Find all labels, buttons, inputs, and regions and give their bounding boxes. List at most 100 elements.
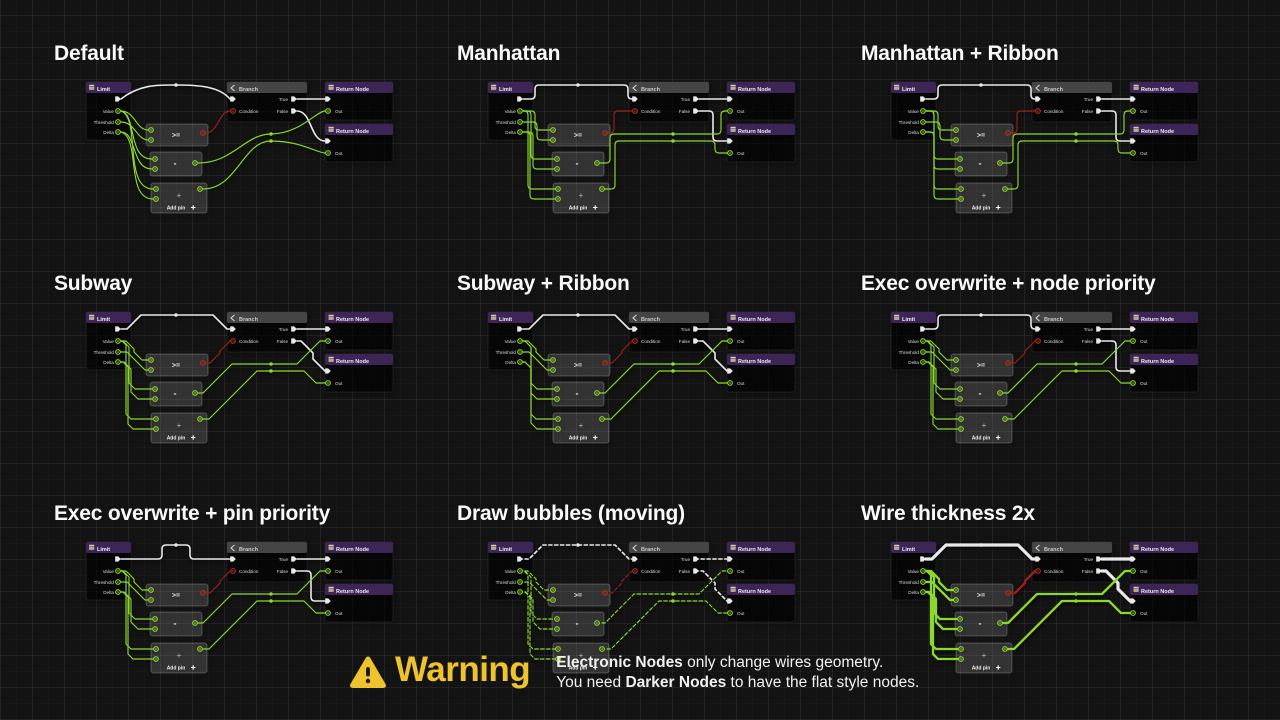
reroute-node-exec[interactable] — [174, 313, 178, 317]
return-1-exec-in-pin[interactable] — [1130, 96, 1136, 102]
subtract-in-2-pin[interactable] — [152, 166, 158, 172]
subtract-out-pin[interactable] — [594, 620, 600, 626]
return-2-out-pin[interactable] — [727, 380, 733, 386]
return-node-0-header[interactable] — [1130, 312, 1198, 323]
compare-node[interactable] — [950, 353, 1014, 377]
return-1-exec-in-pin[interactable] — [325, 326, 331, 332]
branch-false-exec-pin[interactable] — [291, 108, 297, 114]
add-in-2-pin[interactable] — [555, 656, 561, 662]
subtract-in-1-pin[interactable] — [957, 156, 963, 162]
reroute-node-data-1[interactable] — [1074, 132, 1078, 136]
branch-exec-in-pin[interactable] — [632, 326, 638, 332]
reroute-node-exec[interactable] — [979, 313, 983, 317]
limit-threshold-pin[interactable] — [517, 579, 523, 585]
limit-value-pin[interactable] — [920, 338, 926, 344]
subtract-in-2-pin[interactable] — [152, 396, 158, 402]
return-2-exec-in-pin[interactable] — [727, 598, 733, 604]
compare-node[interactable] — [547, 353, 611, 377]
compare-out-pin[interactable] — [1005, 130, 1011, 136]
return-node-1-header[interactable] — [325, 354, 393, 365]
subtract-in-2-pin[interactable] — [957, 626, 963, 632]
return-node-0-header[interactable] — [727, 312, 795, 323]
compare-in-1-pin[interactable] — [148, 127, 154, 133]
limit-value-pin[interactable] — [517, 108, 523, 114]
subtract-node[interactable] — [551, 611, 605, 637]
return-node-1-header[interactable] — [1130, 124, 1198, 135]
compare-node[interactable] — [950, 583, 1014, 607]
subtract-node[interactable] — [149, 151, 203, 177]
return-node-1-header[interactable] — [1130, 584, 1198, 595]
compare-out-pin[interactable] — [602, 360, 608, 366]
limit-delta-pin[interactable] — [115, 589, 121, 595]
return-2-exec-in-pin[interactable] — [1130, 138, 1136, 144]
return-node-0-header[interactable] — [325, 312, 393, 323]
branch-true-exec-pin[interactable] — [291, 556, 297, 562]
reroute-node-data-2[interactable] — [1074, 599, 1078, 603]
limit-node-header[interactable] — [488, 312, 533, 323]
limit-delta-pin[interactable] — [517, 589, 523, 595]
add-out-pin[interactable] — [197, 416, 203, 422]
branch-condition-pin[interactable] — [632, 338, 638, 344]
compare-in-2-pin[interactable] — [550, 597, 556, 603]
compare-node[interactable] — [145, 123, 209, 147]
add-in-1-pin[interactable] — [153, 186, 159, 192]
branch-true-exec-pin[interactable] — [693, 326, 699, 332]
return-1-exec-in-pin[interactable] — [727, 556, 733, 562]
reroute-node-data-1[interactable] — [671, 592, 675, 596]
subtract-node[interactable] — [149, 381, 203, 407]
return-2-out-pin[interactable] — [727, 150, 733, 156]
add-out-pin[interactable] — [197, 646, 203, 652]
limit-node-header[interactable] — [891, 542, 936, 553]
reroute-node-data-1[interactable] — [671, 132, 675, 136]
subtract-in-1-pin[interactable] — [957, 386, 963, 392]
return-node-0-header[interactable] — [727, 82, 795, 93]
limit-delta-pin[interactable] — [517, 359, 523, 365]
branch-exec-in-pin[interactable] — [632, 96, 638, 102]
subtract-node[interactable] — [551, 151, 605, 177]
limit-delta-pin[interactable] — [115, 129, 121, 135]
reroute-node-data-2[interactable] — [269, 139, 273, 143]
branch-true-exec-pin[interactable] — [693, 556, 699, 562]
limit-threshold-pin[interactable] — [115, 579, 121, 585]
branch-true-exec-pin[interactable] — [1096, 96, 1102, 102]
limit-exec-out-pin[interactable] — [920, 556, 926, 562]
reroute-node-exec[interactable] — [174, 83, 178, 87]
return-2-exec-in-pin[interactable] — [1130, 368, 1136, 374]
reroute-node-exec[interactable] — [979, 83, 983, 87]
compare-in-2-pin[interactable] — [148, 367, 154, 373]
limit-threshold-pin[interactable] — [115, 349, 121, 355]
branch-exec-in-pin[interactable] — [632, 556, 638, 562]
subtract-in-2-pin[interactable] — [554, 626, 560, 632]
limit-exec-out-pin[interactable] — [517, 96, 523, 102]
add-in-1-pin[interactable] — [555, 646, 561, 652]
add-in-2-pin[interactable] — [555, 196, 561, 202]
add-in-1-pin[interactable] — [958, 646, 964, 652]
return-1-out-pin[interactable] — [727, 108, 733, 114]
add-out-pin[interactable] — [599, 416, 605, 422]
compare-in-2-pin[interactable] — [953, 137, 959, 143]
subtract-node[interactable] — [149, 611, 203, 637]
limit-value-pin[interactable] — [920, 108, 926, 114]
return-node-1-header[interactable] — [325, 124, 393, 135]
limit-delta-pin[interactable] — [517, 129, 523, 135]
compare-in-2-pin[interactable] — [148, 137, 154, 143]
subtract-node[interactable] — [954, 151, 1008, 177]
subtract-in-2-pin[interactable] — [957, 166, 963, 172]
return-node-1-header[interactable] — [727, 354, 795, 365]
limit-exec-out-pin[interactable] — [115, 96, 121, 102]
branch-exec-in-pin[interactable] — [1035, 556, 1041, 562]
compare-in-2-pin[interactable] — [550, 367, 556, 373]
add-in-1-pin[interactable] — [153, 416, 159, 422]
branch-false-exec-pin[interactable] — [1096, 568, 1102, 574]
branch-condition-pin[interactable] — [230, 568, 236, 574]
reroute-node-exec[interactable] — [174, 543, 178, 547]
reroute-node-data-1[interactable] — [269, 362, 273, 366]
return-1-exec-in-pin[interactable] — [1130, 556, 1136, 562]
return-node-0-header[interactable] — [325, 82, 393, 93]
return-2-exec-in-pin[interactable] — [727, 138, 733, 144]
reroute-node-data-1[interactable] — [1074, 362, 1078, 366]
branch-false-exec-pin[interactable] — [291, 568, 297, 574]
subtract-out-pin[interactable] — [594, 390, 600, 396]
subtract-in-1-pin[interactable] — [152, 156, 158, 162]
add-in-2-pin[interactable] — [958, 426, 964, 432]
